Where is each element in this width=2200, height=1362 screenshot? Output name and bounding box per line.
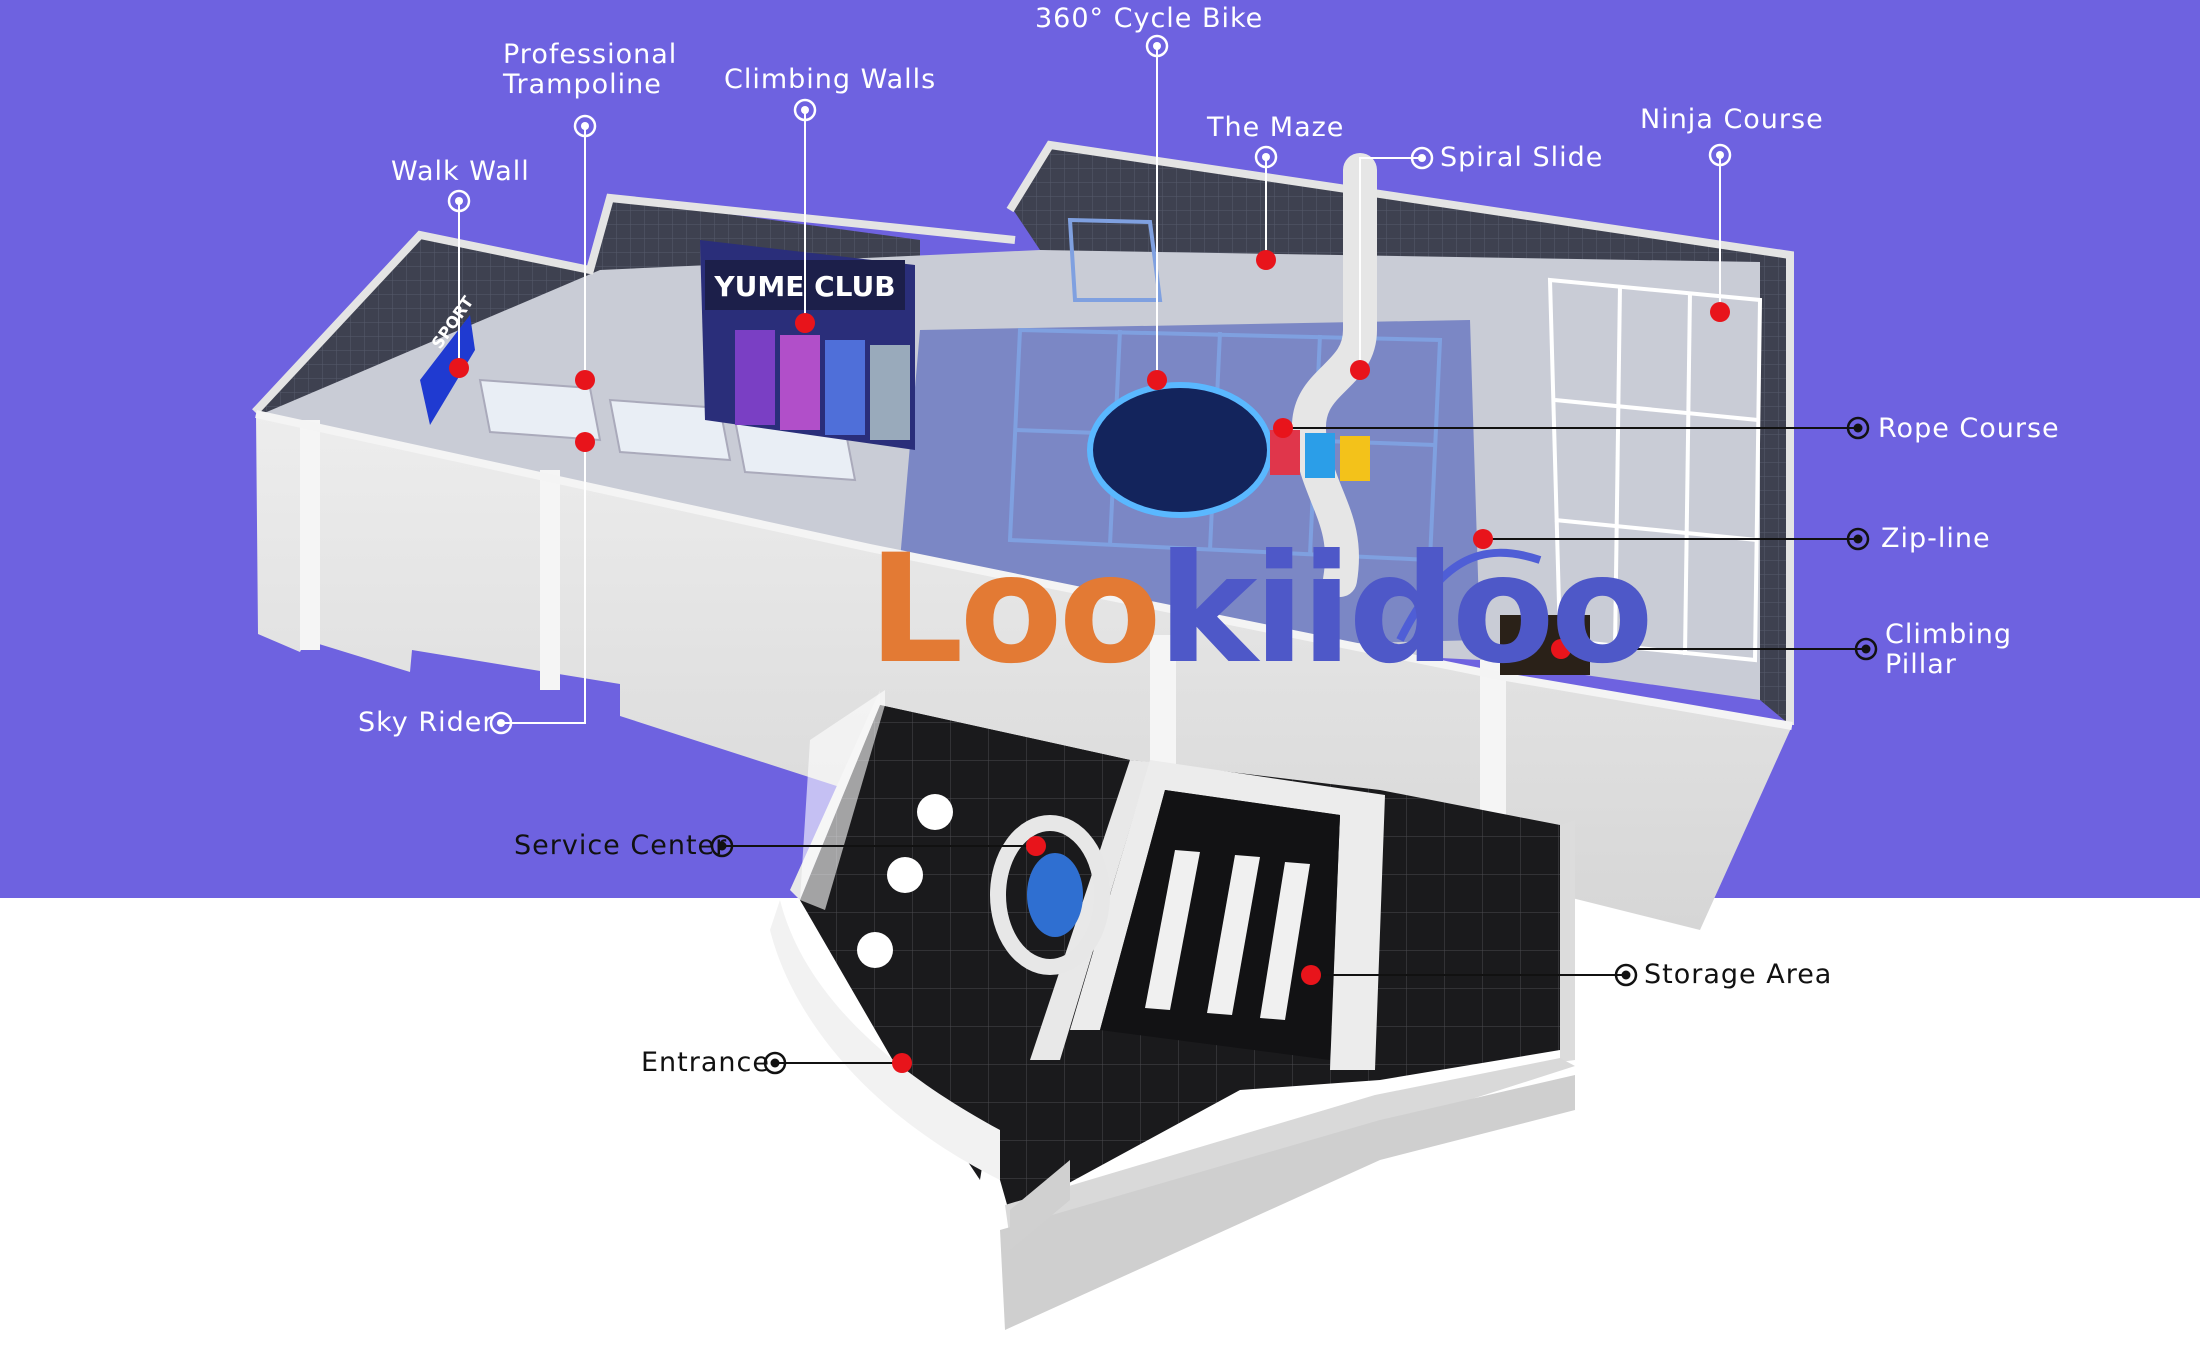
storage-room-walls <box>1070 760 1385 1070</box>
ring-storage <box>1614 963 1638 987</box>
ring-cycle-bike <box>1145 34 1169 58</box>
storage-shelf <box>1145 850 1200 1010</box>
ring-spiral-slide <box>1410 146 1434 170</box>
label-rings <box>447 34 1878 1075</box>
trampoline-bed <box>478 378 602 442</box>
marker-rope-course <box>1273 418 1293 438</box>
service-window-wall <box>800 690 885 910</box>
ring-trampoline <box>573 114 597 138</box>
ring-service-center <box>710 834 734 858</box>
annex-outer-wall <box>1560 820 1575 1062</box>
top-rim-front <box>255 410 1793 730</box>
label-zip-line: Zip-line <box>1881 523 1991 554</box>
marker-entrance <box>892 1053 912 1073</box>
label-sky-rider: Sky Rider <box>358 707 495 738</box>
red-markers <box>449 250 1730 1073</box>
spiral-slide-leader <box>1359 157 1422 370</box>
storage-shelf <box>1207 855 1260 1015</box>
sky-rider-leader <box>501 442 586 724</box>
climbing-panel <box>825 340 865 435</box>
color-panel <box>1340 436 1370 481</box>
marker-trampoline <box>575 370 595 390</box>
walk-wall-panel <box>420 315 475 425</box>
attractions: YUME CLUB <box>420 153 1763 675</box>
marker-sky-rider <box>575 432 595 452</box>
trampoline-bed <box>608 398 732 462</box>
climbing-panel <box>735 330 775 425</box>
label-service-center: Service Center <box>514 830 728 861</box>
cafe-table <box>887 857 923 893</box>
ring-walk-wall <box>447 189 471 213</box>
service-counter-inner <box>1027 853 1083 937</box>
top-rim-right <box>1006 140 1794 725</box>
marker-cycle-bike <box>1147 370 1167 390</box>
label-storage-area: Storage Area <box>1644 959 1833 990</box>
marker-maze <box>1256 250 1276 270</box>
marker-service-center <box>1026 836 1046 856</box>
ring-maze <box>1254 145 1278 169</box>
ring-sky-rider <box>489 711 513 735</box>
marker-climbing-pillar <box>1551 639 1571 659</box>
label-entrance: Entrance <box>641 1047 770 1078</box>
annex-lower-wall <box>1010 1160 1070 1250</box>
label-cycle-bike: 360° Cycle Bike <box>1035 3 1264 34</box>
label-walk-wall: Walk Wall <box>391 156 530 187</box>
watermark-part2: kiidoo <box>1157 523 1654 697</box>
ring-entrance <box>763 1051 787 1075</box>
label-professional-trampoline: Professional Trampoline <box>503 39 678 100</box>
label-the-maze: The Maze <box>1207 112 1345 143</box>
label-climbing-pillar: Climbing Pillar <box>1885 619 2013 680</box>
label-climbing-walls: Climbing Walls <box>724 64 937 95</box>
right-end-wall <box>1760 252 1790 725</box>
wall-pillar <box>300 420 320 650</box>
ring-ninja <box>1708 143 1732 167</box>
leader-lines <box>458 46 1866 1064</box>
watermark-part1: Loo <box>868 523 1162 697</box>
label-rope-course: Rope Course <box>1878 413 2060 444</box>
ring-rope-course <box>1846 416 1870 440</box>
top-rim <box>252 193 1016 415</box>
cafe-table <box>917 794 953 830</box>
front-annex <box>770 690 1575 1335</box>
marker-climbing-walls <box>795 313 815 333</box>
marker-spiral-slide <box>1350 360 1370 380</box>
ring-climbing-walls <box>793 98 817 122</box>
marker-storage <box>1301 965 1321 985</box>
marker-walk-wall <box>449 358 469 378</box>
cycle-ring <box>1087 382 1273 518</box>
annex-base <box>1000 1075 1575 1330</box>
wall-pillar <box>540 470 560 690</box>
zip-line-rail <box>1396 548 1542 642</box>
marker-zip-line <box>1473 529 1493 549</box>
climbing-pillar-box <box>1500 615 1590 675</box>
climbing-panel <box>780 335 820 430</box>
storage-shelf <box>1260 862 1310 1020</box>
cafe-table <box>857 932 893 968</box>
annex-divider-wall <box>1030 760 1150 1060</box>
marker-ninja <box>1710 302 1730 322</box>
annex-bottom-wall <box>1000 1058 1575 1335</box>
ninja-structure <box>1547 277 1763 663</box>
watermark-logo: Lookiidoo <box>868 535 1654 685</box>
ring-climbing-pillar <box>1854 637 1878 661</box>
ring-zip-line <box>1846 527 1870 551</box>
service-counter <box>990 815 1110 975</box>
climbing-panel <box>870 345 910 440</box>
color-panel <box>1305 433 1335 478</box>
label-spiral-slide: Spiral Slide <box>1440 142 1604 173</box>
label-ninja-course: Ninja Course <box>1640 104 1824 135</box>
entrance-curved-wall <box>770 900 1000 1180</box>
